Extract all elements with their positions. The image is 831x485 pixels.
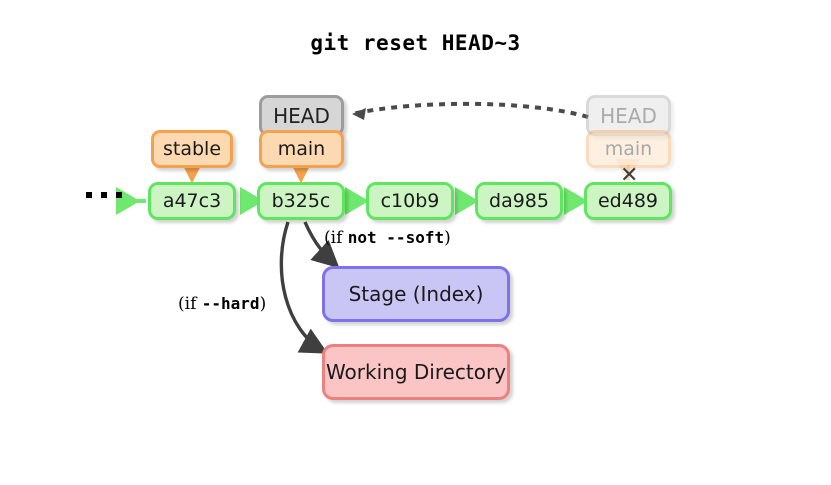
annotation-if-not-soft-flag: not --soft — [347, 228, 445, 247]
commit-label: da985 — [489, 190, 549, 212]
annotation-if-hard-flag: --hard — [201, 294, 260, 313]
branch-label-main-current-text: main — [277, 138, 326, 160]
annotation-if-not-soft: (if not --soft) — [324, 228, 451, 248]
branch-pointer-arrows — [179, 159, 314, 184]
commit-node-b325c[interactable]: b325c — [257, 182, 345, 220]
commit-node-c10b9[interactable]: c10b9 — [366, 182, 454, 220]
commit-node-da985[interactable]: da985 — [475, 182, 563, 220]
stage-index-box[interactable]: Stage (Index) — [322, 266, 510, 322]
commit-node-ed489[interactable]: ed489 — [584, 182, 672, 220]
head-pointer-current[interactable]: HEAD — [259, 95, 344, 136]
annotation-if-hard-suffix: ) — [259, 294, 267, 314]
stage-index-label: Stage (Index) — [348, 282, 484, 306]
working-directory-box[interactable]: Working Directory — [322, 344, 510, 400]
working-directory-label: Working Directory — [325, 360, 507, 384]
page-title: git reset HEAD~3 — [310, 31, 521, 55]
commit-node-a47c3[interactable]: a47c3 — [148, 182, 236, 220]
commit-label: b325c — [271, 190, 331, 212]
branch-label-stable-text: stable — [162, 138, 222, 160]
branch-label-main-current[interactable]: main — [259, 130, 344, 168]
branch-label-stable[interactable]: stable — [151, 130, 233, 168]
branch-label-main-old-text: main — [604, 138, 653, 160]
annotation-if-hard-prefix: (if — [178, 294, 202, 314]
ellipsis-dot — [86, 192, 92, 198]
annotation-if-hard: (if --hard) — [178, 294, 266, 314]
head-pointer-old: HEAD — [586, 95, 671, 136]
reset-to-workdir-arrow — [279, 221, 328, 354]
branch-label-main-old: main — [586, 130, 671, 168]
commit-label: a47c3 — [162, 190, 222, 212]
head-move-dashed-arrow — [351, 101, 589, 120]
annotation-if-not-soft-suffix: ) — [444, 228, 451, 248]
head-pointer-current-label: HEAD — [273, 103, 330, 128]
ellipsis-dot — [116, 192, 122, 198]
ellipsis-dot — [101, 192, 107, 198]
head-pointer-old-label: HEAD — [600, 103, 657, 128]
history-ellipsis — [86, 192, 122, 198]
commit-label: c10b9 — [380, 190, 440, 212]
detached-x-icon: ✕ — [620, 163, 639, 188]
commit-label: ed489 — [597, 190, 658, 212]
annotation-if-not-soft-prefix: (if — [324, 228, 348, 248]
